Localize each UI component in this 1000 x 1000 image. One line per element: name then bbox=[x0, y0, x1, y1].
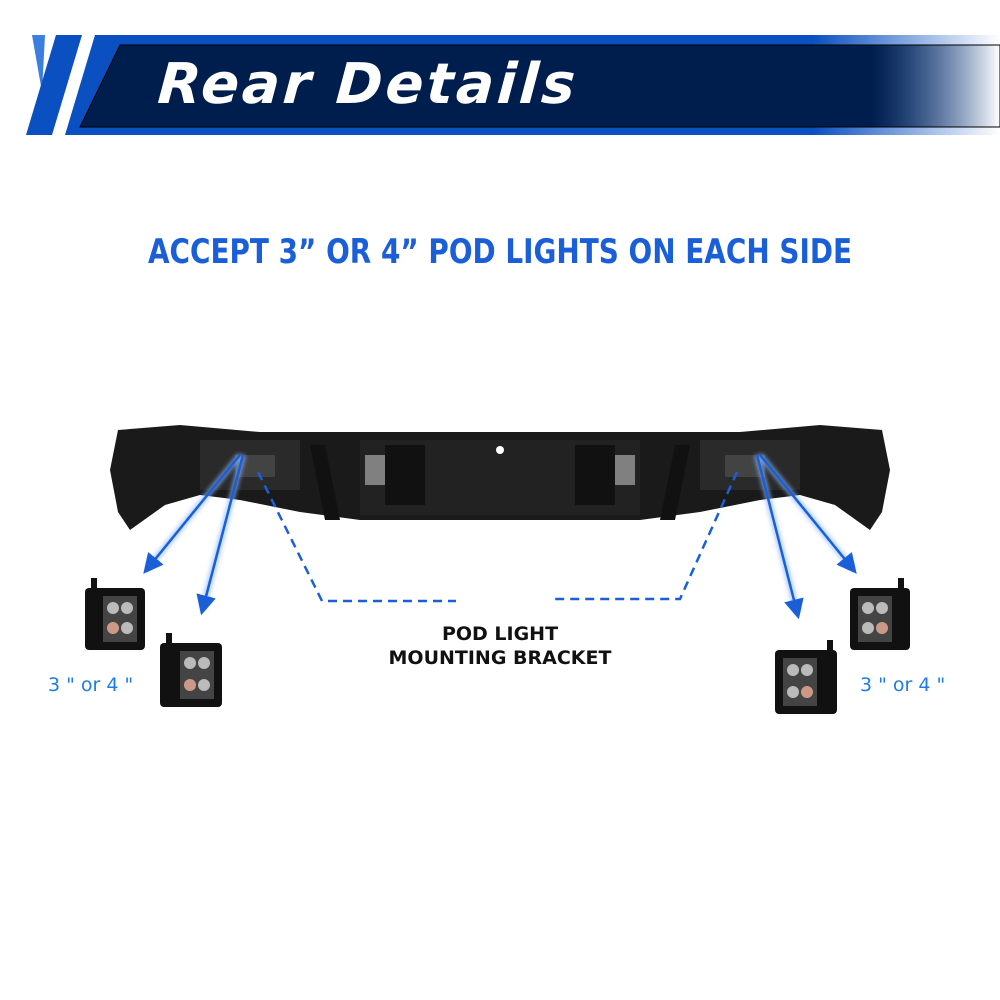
headline: ACCEPT 3” OR 4” POD LIGHTS ON EACH SIDE bbox=[147, 232, 853, 272]
bracket-dashed-lines bbox=[256, 471, 739, 603]
pod-light bbox=[85, 578, 145, 650]
arrow bbox=[143, 454, 241, 574]
banner-title: Rear Details bbox=[155, 52, 581, 117]
banner bbox=[26, 35, 1000, 135]
arrow bbox=[755, 454, 804, 620]
banner-stripe bbox=[26, 35, 82, 135]
bracket-label-line1: POD LIGHT bbox=[441, 623, 559, 645]
pod-lights bbox=[85, 578, 910, 714]
bracket-label-line2: MOUNTING BRACKET bbox=[388, 647, 612, 669]
banner-title-plate bbox=[79, 44, 1000, 128]
pod-light bbox=[850, 578, 910, 650]
pointer-arrows bbox=[143, 453, 857, 620]
pod-light bbox=[160, 633, 222, 707]
banner-accent-triangle bbox=[32, 35, 45, 92]
arrow bbox=[759, 454, 857, 574]
pod-light bbox=[775, 640, 837, 714]
bracket-label: POD LIGHT MOUNTING BRACKET bbox=[300, 622, 700, 670]
size-label-right: 3 " or 4 " bbox=[860, 674, 946, 696]
size-label-left: 3 " or 4 " bbox=[48, 674, 134, 696]
arrow bbox=[196, 454, 245, 616]
